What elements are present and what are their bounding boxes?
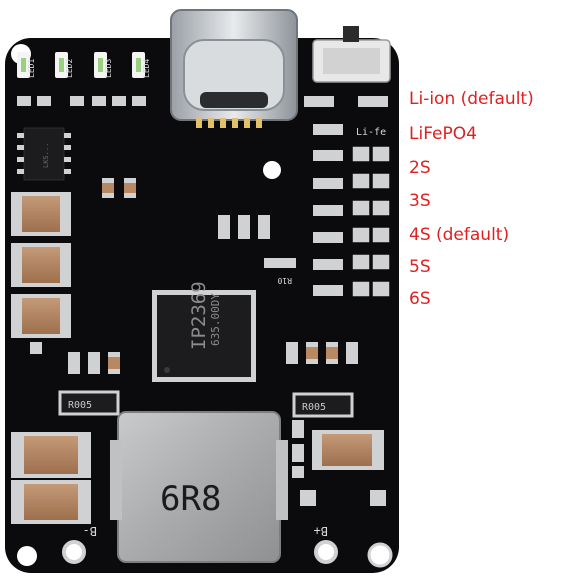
svg-text:LED1: LED1	[27, 59, 36, 78]
legend-2s: 2S	[409, 158, 431, 178]
power-inductor: 6R8	[110, 411, 288, 563]
smd-resistors-top	[17, 96, 146, 106]
led-labels: LED1 LED2 LED3 LED4	[27, 59, 151, 78]
svg-text:LED4: LED4	[142, 59, 151, 78]
legend-lifepo4: LiFePO4	[409, 124, 477, 144]
legend-4s: 4S (default)	[409, 225, 510, 245]
inductor-marking: 6R8	[160, 479, 221, 519]
main-ic-ip2369: IP2369 635.00DY	[152, 281, 256, 382]
legend-3s: 3S	[409, 191, 431, 211]
usb-c-connector	[170, 9, 298, 128]
svg-text:B-: B-	[83, 524, 97, 538]
svg-text:B+: B+	[314, 524, 328, 538]
chip-marking-line2: 635.00DY	[209, 293, 222, 346]
svg-text:R005: R005	[68, 400, 92, 411]
small-ic: LKS...	[17, 127, 71, 181]
legend-5s: 5S	[409, 257, 431, 277]
svg-text:LKS...: LKS...	[42, 143, 50, 168]
output-capacitors-left	[11, 432, 91, 524]
chip-marking-line1: IP2369	[188, 281, 210, 350]
sense-resistors: R005 R005	[58, 390, 354, 418]
battery-terminals: B- B+	[62, 524, 338, 564]
legend-li-ion: Li-ion (default)	[409, 89, 534, 109]
svg-text:LED3: LED3	[104, 59, 113, 78]
svg-text:R005: R005	[302, 402, 326, 413]
smd-parts-right	[292, 420, 386, 506]
status-leds	[17, 52, 145, 78]
svg-text:Li-fe: Li-fe	[356, 127, 386, 138]
mode-switch	[312, 26, 391, 83]
output-capacitor-right	[312, 430, 384, 470]
input-capacitors	[11, 192, 71, 338]
legend-6s: 6S	[409, 289, 431, 309]
mode-select-pads: Li-fe R10	[277, 96, 391, 298]
svg-text:R10: R10	[277, 276, 292, 285]
svg-text:LED2: LED2	[65, 59, 74, 78]
